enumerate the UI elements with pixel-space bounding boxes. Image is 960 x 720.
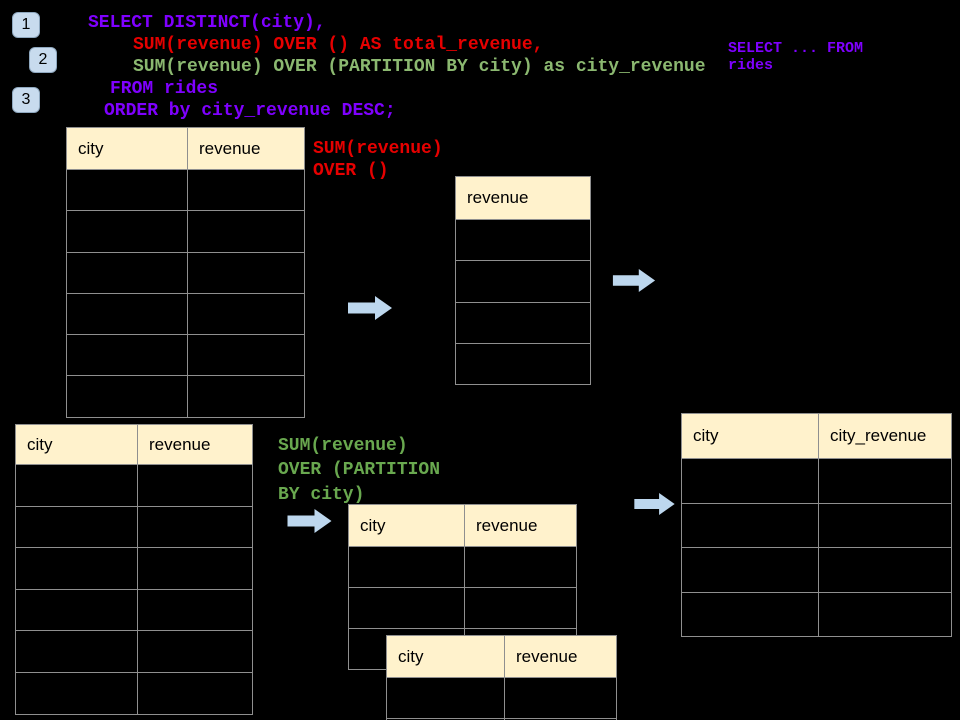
arrow-right-icon-1 <box>348 296 392 320</box>
empty-cell <box>818 458 951 503</box>
empty-cell <box>349 546 464 587</box>
partition-window-note-line-2: OVER (PARTITION <box>278 460 441 480</box>
arrow-right-icon-3 <box>287 509 332 533</box>
empty-cell <box>456 342 590 385</box>
sql-code-line-3: SUM(revenue) OVER (PARTITION BY city) as… <box>133 57 706 77</box>
empty-cell <box>137 547 252 589</box>
column-header-revenue: revenue <box>504 636 616 677</box>
empty-cell <box>187 375 304 417</box>
empty-cell <box>67 251 187 293</box>
column-header-revenue: revenue <box>456 177 590 219</box>
empty-cell <box>464 546 576 587</box>
table-rides-bottom: city revenue <box>15 424 253 715</box>
sql-code-line-5: ORDER by city_revenue DESC; <box>104 101 396 121</box>
empty-cell <box>67 169 187 211</box>
empty-cell <box>16 505 137 548</box>
empty-cell <box>137 630 252 672</box>
column-header-revenue: revenue <box>464 505 576 546</box>
table-total-revenue-result: revenue <box>455 176 591 386</box>
empty-cell <box>67 292 187 335</box>
empty-cell <box>187 334 304 376</box>
empty-cell <box>16 630 137 672</box>
empty-cell <box>504 718 616 720</box>
column-header-city: city <box>387 636 504 677</box>
total-window-note-line-1: SUM(revenue) <box>313 139 443 159</box>
step-badge-1: 1 <box>12 12 40 38</box>
arrow-right-icon-4 <box>632 493 677 515</box>
empty-cell <box>187 292 304 335</box>
sql-code-line-4: FROM rides <box>110 79 219 99</box>
empty-cell <box>349 587 464 628</box>
empty-cell <box>67 375 187 417</box>
table-partition-overlay: city revenue <box>386 635 617 720</box>
empty-cell <box>187 251 304 293</box>
column-header-city: city <box>349 505 464 546</box>
partition-window-note-line-1: SUM(revenue) <box>278 436 408 456</box>
table-partition-step: city revenue <box>348 504 577 670</box>
empty-cell <box>187 169 304 211</box>
empty-cell <box>504 677 616 718</box>
empty-cell <box>682 591 818 636</box>
sql-code-line-2: SUM(revenue) OVER () AS total_revenue, <box>133 35 544 55</box>
step-badge-2: 2 <box>29 47 57 73</box>
empty-cell <box>16 464 137 506</box>
empty-cell <box>456 219 590 261</box>
select-from-note-line-1: SELECT ... FROM <box>728 40 864 57</box>
empty-cell <box>67 334 187 376</box>
arrow-right-icon-2 <box>612 269 656 292</box>
select-from-note-line-2: rides <box>728 57 774 74</box>
sql-code-line-1: SELECT DISTINCT(city), <box>88 13 326 33</box>
column-header-revenue: revenue <box>187 128 304 169</box>
empty-cell <box>16 547 137 589</box>
empty-cell <box>137 671 252 714</box>
empty-cell <box>818 502 951 547</box>
empty-cell <box>456 301 590 343</box>
empty-cell <box>187 210 304 252</box>
column-header-revenue: revenue <box>137 425 252 464</box>
empty-cell <box>818 547 951 592</box>
step-badge-2-label: 2 <box>38 51 48 68</box>
empty-cell <box>818 591 951 636</box>
empty-cell <box>682 502 818 547</box>
step-badge-1-label: 1 <box>21 16 31 33</box>
empty-cell <box>137 505 252 548</box>
empty-cell <box>464 587 576 628</box>
column-header-city: city <box>67 128 187 169</box>
empty-cell <box>67 210 187 252</box>
step-badge-3: 3 <box>12 87 40 113</box>
empty-cell <box>682 458 818 503</box>
empty-cell <box>387 718 504 720</box>
empty-cell <box>387 677 504 718</box>
column-header-city-revenue: city_revenue <box>818 414 951 458</box>
empty-cell <box>137 464 252 506</box>
column-header-city: city <box>16 425 137 464</box>
column-header-city: city <box>682 414 818 458</box>
table-rides-top: city revenue <box>66 127 305 418</box>
empty-cell <box>456 260 590 302</box>
empty-cell <box>137 588 252 631</box>
partition-window-note-line-3: BY city) <box>278 485 365 505</box>
step-badge-3-label: 3 <box>21 91 31 108</box>
total-window-note-line-2: OVER () <box>313 161 389 181</box>
table-partition-result: city city_revenue <box>681 413 952 637</box>
empty-cell <box>16 588 137 631</box>
empty-cell <box>16 671 137 714</box>
empty-cell <box>682 547 818 592</box>
